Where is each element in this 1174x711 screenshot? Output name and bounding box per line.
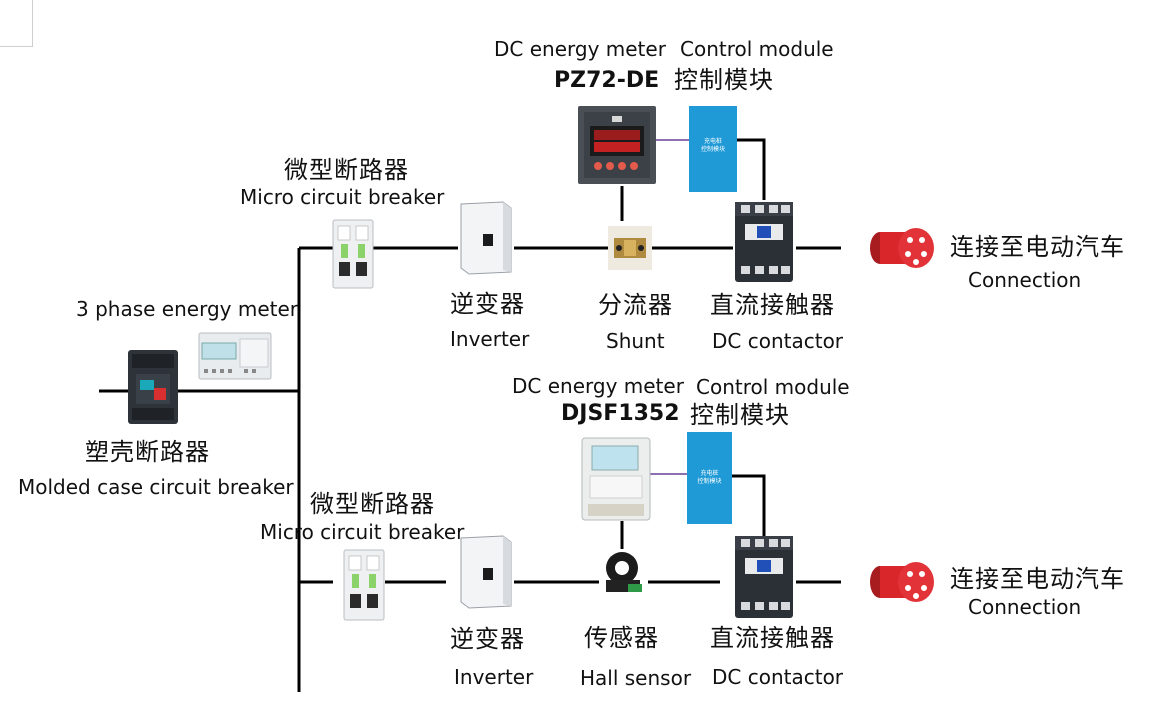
branch1-mcb-label-en: Micro circuit breaker	[240, 185, 445, 209]
branch1-contactor-label-cn: 直流接触器	[710, 291, 835, 319]
branch1-dc-meter-device	[578, 106, 656, 184]
branch1-meter-label: DC energy meter	[494, 37, 666, 61]
branch2-control-module-label-en: Control module	[696, 375, 850, 399]
branch2-dc-contactor-device	[735, 536, 793, 618]
branch2-inverter-label-en: Inverter	[454, 665, 534, 689]
branch1-meter-model: PZ72-DE	[554, 68, 660, 93]
branch2-inverter-label-cn: 逆变器	[450, 625, 525, 653]
branch1-connection-label-cn: 连接至电动汽车	[950, 233, 1125, 261]
branch2-meter-label: DC energy meter	[512, 374, 684, 398]
branch1-inverter-device	[460, 201, 512, 275]
three-phase-meter-label: 3 phase energy meter	[76, 297, 298, 321]
branch2-contactor-label-cn: 直流接触器	[710, 624, 835, 652]
branch1-control-module-label-en: Control module	[680, 37, 834, 61]
branch2-mcb-device	[343, 549, 385, 621]
branch1-inverter-label-cn: 逆变器	[450, 290, 525, 318]
branch1-shunt-label-en: Shunt	[606, 329, 665, 353]
mccb-label-cn: 塑壳断路器	[85, 438, 210, 466]
branch1-mcb-label-cn: 微型断路器	[284, 156, 409, 184]
branch2-control-module-label-cn: 控制模块	[690, 401, 790, 429]
branch2-sensor-label-cn: 传感器	[584, 624, 659, 652]
branch2-connection-label-cn: 连接至电动汽车	[950, 565, 1125, 593]
branch1-control-module-text: 充电桩 控制模块	[700, 138, 725, 153]
branch2-contactor-label-en: DC contactor	[712, 665, 844, 689]
branch2-mcb-label-cn: 微型断路器	[310, 490, 435, 518]
branch1-control-module-device: 充电桩 控制模块	[689, 106, 737, 192]
branch1-connection-label-en: Connection	[968, 268, 1082, 292]
branch2-meter-model: DJSF1352	[561, 401, 680, 426]
molded-case-breaker-device	[128, 350, 178, 424]
branch1-contactor-label-en: DC contactor	[712, 329, 844, 353]
branch1-dc-contactor-device	[735, 202, 793, 282]
window-corner	[0, 0, 33, 47]
mccb-label-en: Molded case circuit breaker	[18, 475, 294, 499]
branch1-inverter-label-en: Inverter	[450, 327, 530, 351]
branch2-module-to-contactor-wire	[732, 474, 766, 536]
three-phase-meter-device	[198, 332, 272, 380]
branch1-ev-plug-icon	[870, 228, 934, 268]
branch2-sensor-label-en: Hall sensor	[580, 666, 692, 690]
branch1-control-module-label-cn: 控制模块	[674, 66, 774, 94]
branch1-shunt-label-cn: 分流器	[598, 291, 673, 319]
branch2-dc-meter-device	[581, 437, 651, 521]
branch2-inverter-device	[460, 535, 512, 609]
branch1-mcb-device	[332, 219, 374, 289]
branch2-mcb-label-en: Micro circuit breaker	[260, 520, 465, 544]
branch2-control-module-device: 充电桩 控制模块	[687, 432, 732, 524]
branch1-shunt-device	[608, 226, 652, 270]
branch2-connection-label-en: Connection	[968, 595, 1082, 619]
branch2-control-module-text: 充电桩 控制模块	[697, 470, 722, 485]
branch1-module-to-contactor-wire	[737, 138, 766, 200]
branch2-ev-plug-icon	[870, 562, 934, 602]
branch2-hall-sensor-device	[606, 552, 642, 592]
